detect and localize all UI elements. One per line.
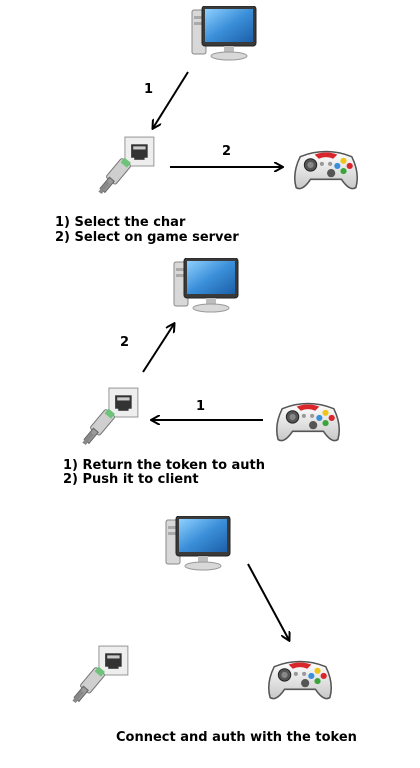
caption-line: Connect and auth with the token (116, 730, 357, 745)
arrow-computer-to-network (153, 71, 189, 128)
arrow-label-2: 2 (222, 144, 232, 159)
arrow-network-to-computer (142, 324, 174, 373)
ethernet-port-cable-icon (70, 644, 132, 706)
caption-line: 1) Return the token to auth (63, 458, 266, 473)
caption-line: 2) Push it to client (63, 472, 199, 487)
caption-line: 2) Select on game server (55, 230, 239, 245)
computer-monitor-icon (190, 6, 260, 61)
computer-monitor-icon (164, 516, 234, 571)
ethernet-port-cable-icon (80, 386, 142, 448)
game-controller-icon (274, 394, 342, 446)
ethernet-port-cable-icon (96, 135, 158, 197)
arrow-label-1: 1 (144, 82, 154, 97)
game-controller-icon (292, 142, 360, 194)
caption-line: 1) Select the char (55, 215, 186, 230)
arrow-label-2: 2 (120, 335, 130, 350)
computer-monitor-icon (172, 258, 242, 313)
game-controller-icon (266, 652, 334, 704)
arrow-computer-to-gamepad (247, 563, 289, 640)
arrow-label-1: 1 (196, 399, 206, 414)
